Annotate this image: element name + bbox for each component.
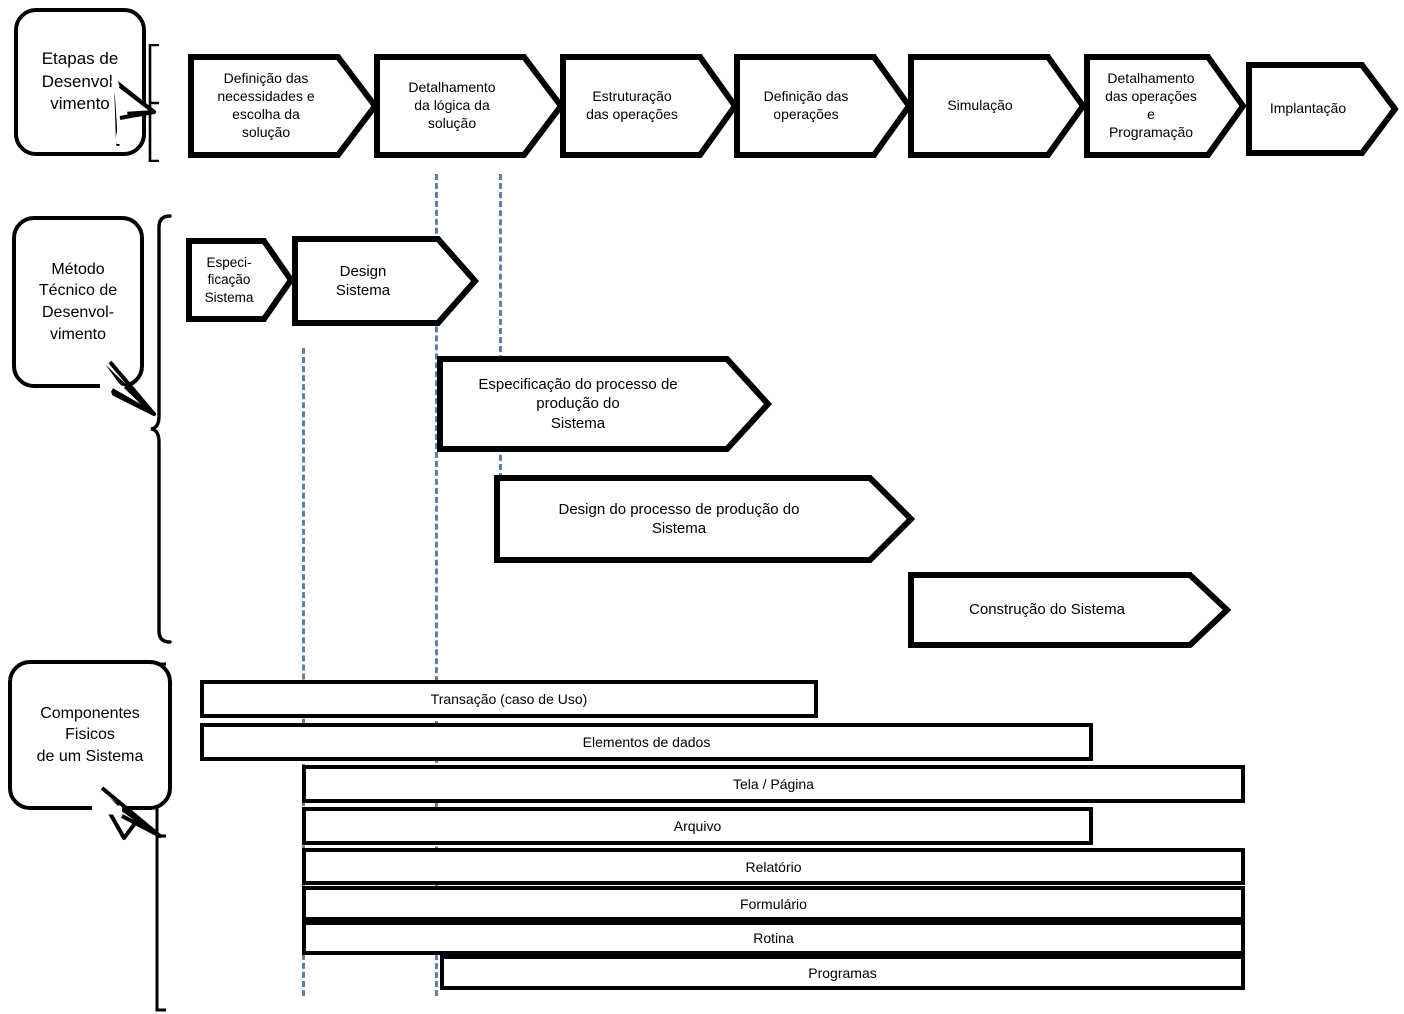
- component-bar-rotina-label: Rotina: [753, 930, 794, 946]
- dashed-guide-line-3: [499, 174, 502, 479]
- component-bar-tela-pagina-label: Tela / Página: [733, 776, 814, 792]
- component-bar-arquivo[interactable]: Arquivo: [302, 807, 1093, 845]
- step-construcao-sistema[interactable]: Construção do Sistema: [908, 572, 1232, 648]
- component-bar-relatorio[interactable]: Relatório: [302, 848, 1245, 885]
- step-simulacao[interactable]: Simulação: [908, 54, 1087, 158]
- component-bar-formulario-label: Formulário: [740, 895, 807, 912]
- component-bar-transacao-label: Transação (caso de Uso): [430, 691, 588, 707]
- component-bar-elementos-dados[interactable]: Elementos de dados: [200, 723, 1093, 761]
- component-bar-arquivo-label: Arquivo: [673, 818, 722, 834]
- component-bar-programas[interactable]: Programas: [440, 955, 1245, 990]
- callout-metodo-tail: [100, 360, 156, 416]
- callout-etapas-tail: [110, 79, 156, 146]
- component-bar-formulario[interactable]: Formulário: [302, 886, 1245, 921]
- component-bar-programas-label: Programas: [808, 964, 877, 981]
- component-bar-transacao[interactable]: Transação (caso de Uso): [200, 680, 818, 718]
- component-bar-tela-pagina[interactable]: Tela / Página: [302, 765, 1245, 803]
- dashed-guide-line-1: [302, 348, 305, 996]
- callout-componentes-tail: [92, 782, 162, 840]
- component-bar-rotina[interactable]: Rotina: [302, 921, 1245, 955]
- dashed-guide-line-2: [435, 174, 438, 996]
- brace-row1: [148, 44, 159, 162]
- component-bar-relatorio-label: Relatório: [745, 858, 802, 875]
- step-implantacao[interactable]: Implantação: [1246, 62, 1399, 156]
- component-bar-elementos-dados-label: Elementos de dados: [582, 734, 711, 750]
- brace-row2: [150, 214, 172, 644]
